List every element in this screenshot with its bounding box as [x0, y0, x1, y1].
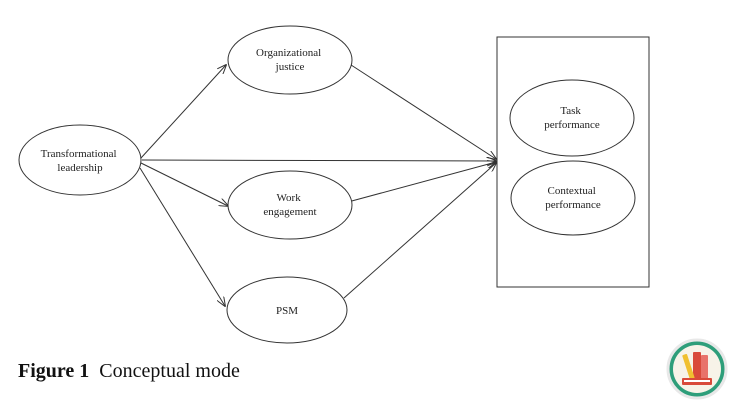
edge-leadership-to-justice: [140, 65, 226, 159]
task-performance-label-line-2: performance: [544, 119, 600, 131]
contextual-performance-label-line-2: performance: [545, 199, 601, 211]
justice-label-line-1: Organizational: [256, 47, 321, 59]
node-organizational-justice: Organizational justice: [227, 25, 353, 95]
node-psm: PSM: [226, 276, 348, 344]
node-work-engagement: Work engagement: [227, 170, 353, 240]
svg-text:Organizational justice: Organizational justice: [256, 47, 324, 73]
node-contextual-performance: Contextual performance: [510, 160, 636, 236]
figure-number: Figure 1: [18, 360, 90, 382]
svg-text:Contextual performance: Contextual performance: [545, 185, 601, 211]
leadership-label-line-2: leadership: [57, 162, 103, 174]
edge-justice-to-performance: [347, 62, 496, 159]
edge-engagement-to-performance: [347, 162, 496, 203]
edge-leadership-to-performance: [141, 160, 496, 161]
edges: [139, 62, 496, 306]
book-and-pen-logo: [666, 338, 728, 400]
svg-text:Work engagement: Work engagement: [263, 192, 316, 218]
psm-label: PSM: [276, 305, 298, 317]
edge-leadership-to-engagement: [140, 162, 228, 206]
edge-leadership-to-psm: [139, 167, 225, 306]
svg-text:PSM: PSM: [276, 305, 298, 317]
figure-caption-text: Conceptual mode: [99, 360, 240, 382]
svg-text:Task performance: Task performance: [544, 105, 600, 131]
justice-label-line-2: justice: [275, 61, 305, 73]
engagement-label-line-1: Work: [277, 192, 302, 204]
figure-caption: Figure 1 Conceptual mode: [18, 360, 240, 383]
node-task-performance: Task performance: [509, 79, 635, 157]
svg-text:Transformational leaders: Transformational leadership: [41, 148, 120, 174]
node-transformational-leadership: Transformational leadership: [18, 124, 142, 196]
leadership-label-line-1: Transformational: [41, 148, 117, 160]
engagement-label-line-2: engagement: [263, 206, 316, 218]
contextual-performance-label-line-1: Contextual: [547, 185, 595, 197]
task-performance-label-line-1: Task: [560, 105, 581, 117]
edge-psm-to-performance: [343, 163, 496, 299]
